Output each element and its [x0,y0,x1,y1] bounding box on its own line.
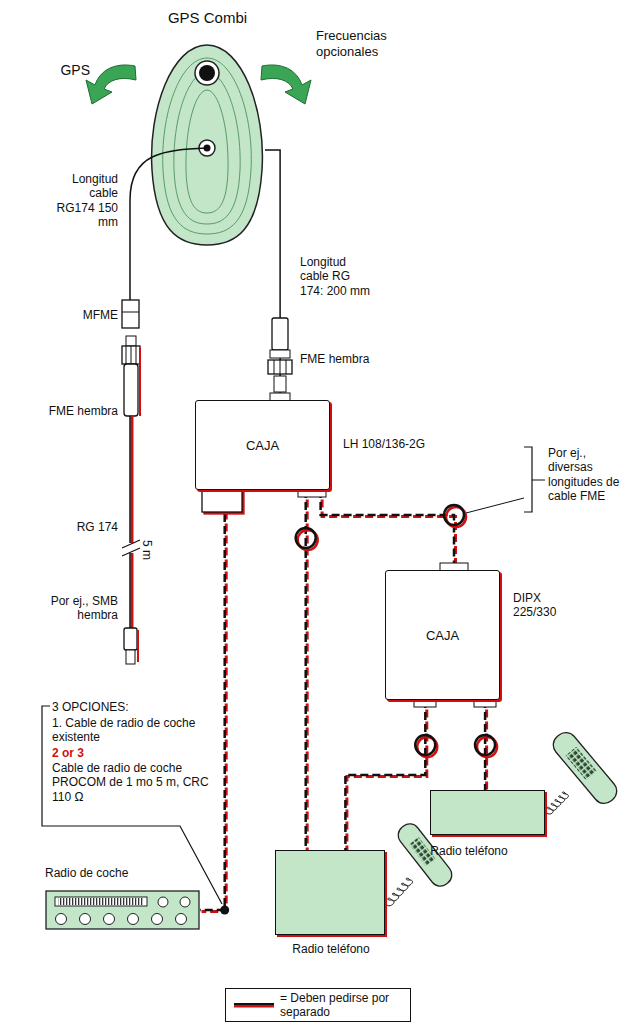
callout-label: 3 OPCIONES: [52,700,212,714]
node-label: CAJA [426,628,459,643]
junction-box: CAJALH 108/136-2G [195,400,330,490]
car-radio-body [46,891,199,929]
node-label: Radio teléfono [409,844,529,858]
coil-cord [387,878,413,906]
cable-line [304,490,307,850]
cable-marker [296,528,316,548]
node-heading: LH 108/136-2G [343,437,425,451]
fme-cable [345,700,437,852]
bracket [42,706,222,904]
diplexer-box: CAJADIPX 225/330 [385,570,500,700]
green-arrow [261,65,311,104]
button [104,914,115,925]
gps-cable [130,148,207,300]
node-label: Radio de coche [45,866,128,880]
callout-label: MFME [60,308,118,322]
cable-marker [475,735,495,755]
display [55,897,147,906]
callout-label: Por ej., diversas longitudes de cable FM… [548,446,632,504]
button [128,914,139,925]
mfme-connector [122,300,139,328]
fme-cable [475,700,497,792]
callout-label: GPS [45,62,90,79]
legend: = Deben pedirse por separado [225,988,411,1022]
port [202,490,242,512]
cable-marker [444,505,464,525]
antenna-node: GPS Combi [150,45,265,245]
cable-marker [415,735,435,755]
cable-line [484,700,487,790]
junction-dot [220,906,229,915]
fme-cable [296,490,318,852]
fme-female-connector [122,336,140,416]
button [56,914,67,925]
antenna [152,45,263,245]
fme-cable [200,490,229,915]
legend-text: = Deben pedirse por separado [280,992,406,1020]
button [80,914,91,925]
leader-line [466,498,524,513]
callout-label: Longitud cable RG 174: 200 mm [300,255,372,298]
callout-label: Cable de radio de coche PROCOM de 1 mo 5… [52,761,210,804]
green-arrow [86,65,136,104]
callout-label: 5 m [140,540,154,570]
cable-line [200,490,225,910]
callout-label: Frecuencias opcionales [316,28,406,59]
callout-label: RG 174 [50,520,118,534]
radio-telephone: Radio teléfono [430,790,545,835]
button [152,914,163,925]
callout-label: 1. Cable de radio de coche existente [52,716,202,745]
button [176,914,187,925]
node-heading: DIPX 225/330 [513,591,577,619]
callout-label: Longitud cable RG174 150 mm [52,172,118,230]
node-label: Radio teléfono [271,942,391,956]
rg174-cable [122,416,140,664]
car-radio: Radio de coche [45,890,200,930]
knob [180,897,190,907]
port [414,700,436,707]
display-scale [58,898,144,905]
radio-telephone: Radio teléfono [275,850,385,935]
cable-line [322,492,455,572]
fme-female-connector [268,318,292,392]
node-label: GPS Combi [105,9,310,26]
car-radio-drawing [45,890,200,930]
bracket [524,447,545,512]
callout-label: FME hembra [300,352,390,366]
cable-line [202,492,227,912]
legend-sample [234,1000,274,1010]
sample-line [234,1003,274,1005]
callout-label: Por ej., SMB hembra [30,594,118,623]
port [298,490,326,497]
node-label: CAJA [246,438,279,453]
sample-line [234,1005,274,1008]
callout-label: 2 or 3 [52,746,202,760]
cable-line [321,490,454,570]
callout-label: FME hembra [30,404,118,418]
fme-cable [321,490,466,572]
knob [158,897,168,907]
coil-cord [547,792,568,814]
port [474,700,496,707]
